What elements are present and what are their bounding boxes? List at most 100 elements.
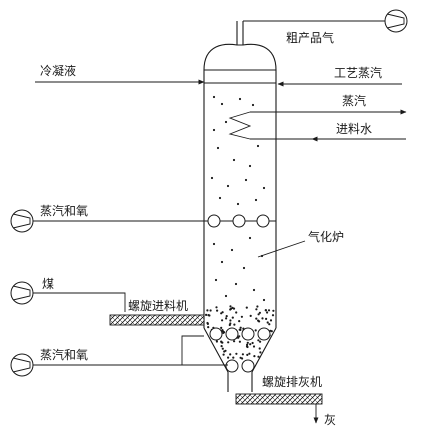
bed-particle-dot [251,341,254,345]
bed-particle-dot [245,345,249,348]
bed-particle-dot [229,322,232,325]
bed-particle-dot [206,322,209,325]
particle-dot [212,128,216,132]
gasifier-leader-line [257,240,306,258]
compressor-icon [10,209,34,233]
bed-particle-dot [240,315,243,318]
compressor-icon [10,281,34,305]
label-condensate: 冷凝液 [40,63,76,78]
bed-particle-dot [238,340,241,343]
bed-particle-dot [267,309,271,312]
particle-dot [212,242,216,246]
bed-particle-dot [268,323,271,326]
particle-dot [262,186,266,190]
bed-particle-dot [238,320,241,323]
particle-dot [254,198,258,202]
bed-particle-dot [257,313,260,316]
bed-particle-dot [259,351,262,354]
particle-dot [224,120,228,124]
label-feed-water: 进料水 [336,122,372,136]
particle-dot [220,260,224,264]
particle-dot [234,282,238,286]
bed-particle-dot [221,319,224,322]
bed-particle-dot [224,349,227,352]
screw-feeder [109,314,205,326]
bed-particle-dot [245,306,248,309]
bed-particle-dot [235,352,238,355]
bed-particle-dot [272,309,275,312]
bed-particle-dot [259,340,262,343]
bed-particle-dot [223,331,226,334]
bed-particle-dot [249,314,252,317]
bed-particle-dot [221,347,224,350]
bed-particle-dot [225,317,228,320]
bed-particle-dot [246,343,249,346]
bed-particle-dot [225,315,228,318]
bed-particle-dot [207,326,210,329]
particle-dot [216,146,220,150]
bottom-grate [209,327,271,373]
particle-dot [226,184,230,188]
particle-dot [244,178,248,182]
bed-particle-dot [220,326,223,329]
particle-dot [214,278,218,282]
bed-particle-dot [255,308,258,311]
bed-particle-dot [222,353,225,356]
bed-particle-dot [261,317,264,320]
particle-dot [262,298,266,302]
bed-particle-dot [257,355,260,358]
bed-particle-dot [231,316,234,319]
label-coal: 煤 [42,277,54,291]
gasifier-vessel [203,20,386,392]
bed-particle-dot [232,356,235,359]
bed-particle-dot [209,309,212,312]
bed-particle-dot [239,326,242,329]
bed-particle-dot [249,343,252,346]
label-process-steam: 工艺蒸汽 [334,65,382,80]
bed-particle-dot [220,312,223,315]
label-crude-gas: 粗产品气 [286,30,334,45]
label-screw-ash-discharger: 螺旋排灰机 [262,375,322,389]
coal-particles [205,95,275,360]
upper-distributor [33,214,276,228]
particle-dot [224,294,228,298]
bed-particle-dot [233,340,236,343]
bed-particle-dot [215,340,218,343]
bed-particle-dot [221,341,224,344]
bed-particle-dot [231,306,234,309]
bed-particle-dot [258,347,261,350]
label-steam: 蒸汽 [342,93,366,108]
label-steam-oxygen-lower: 蒸汽和氧 [40,347,88,362]
particle-dot [218,196,222,200]
bed-particle-dot [254,329,257,332]
coal-feed-line [33,292,126,312]
label-screw-feeder: 螺旋进料机 [128,299,188,313]
bed-particle-dot [257,339,260,342]
particle-dot [248,236,252,240]
bed-particle-dot [266,321,269,324]
bed-particle-dot [216,309,219,312]
bed-particle-dot [241,353,244,356]
particle-dot [238,97,242,101]
particle-dot [256,144,260,148]
particle-dot [242,266,246,270]
screw-ash-discharger [235,393,323,405]
bed-particle-dot [238,328,241,331]
particle-dot [232,158,236,162]
compressor-icon [384,9,408,33]
bed-particle-dot [248,352,251,355]
bed-particle-dot [235,311,238,314]
label-steam-oxygen-upper: 蒸汽和氧 [40,203,88,218]
bed-particle-dot [229,305,232,308]
particle-dot [210,176,214,180]
bed-particle-dot [227,356,230,359]
bed-particle-dot [258,311,261,314]
bed-particle-dot [215,306,218,309]
bed-particle-dot [255,317,258,320]
bed-particle-dot [205,313,208,316]
bed-particle-dot [271,314,275,317]
particle-dot [252,288,256,292]
bed-particle-dot [220,345,223,348]
